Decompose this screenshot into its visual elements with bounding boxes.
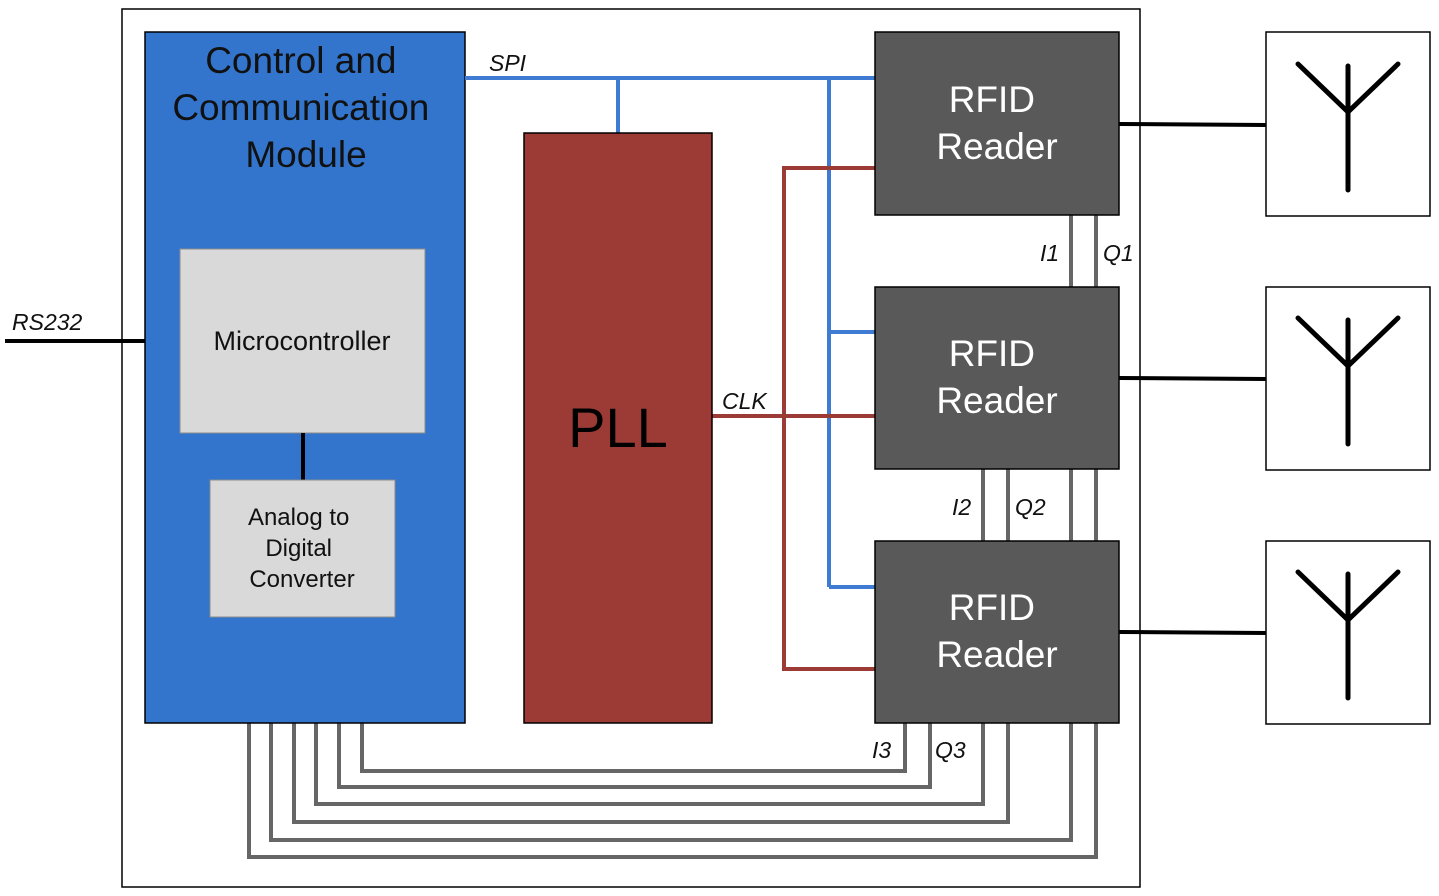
spi-label: SPI bbox=[489, 50, 527, 76]
antenna-icon bbox=[1295, 569, 1401, 701]
pll-block bbox=[523, 132, 713, 724]
microcontroller-label: Microcontroller bbox=[213, 326, 390, 356]
control-module-title-line1: Control and bbox=[205, 40, 396, 81]
rfid-reader-2 bbox=[874, 286, 1120, 470]
q1-label: Q1 bbox=[1103, 240, 1134, 266]
svg-text:Analog to Digital Conv: Analog to Digital Converter bbox=[248, 504, 356, 593]
pll-label: PLL bbox=[568, 396, 668, 459]
rfid-reader-3 bbox=[874, 540, 1120, 724]
i2-label: I2 bbox=[952, 494, 971, 520]
control-module-title-line3: Module bbox=[245, 134, 366, 175]
reader-3-label-line2: Reader bbox=[936, 634, 1057, 675]
adc-label-line3: Converter bbox=[249, 566, 354, 593]
q3-label: Q3 bbox=[935, 737, 966, 763]
clk-label: CLK bbox=[722, 388, 768, 414]
antenna-1 bbox=[1265, 31, 1431, 217]
i3-label: I3 bbox=[872, 737, 891, 763]
adc-label-line2: Digital bbox=[265, 535, 332, 562]
reader-2-label-line2: Reader bbox=[936, 380, 1057, 421]
svg-text:RFID Reader: RFID Reader bbox=[936, 333, 1057, 421]
reader-1-label-line1: RFID bbox=[949, 79, 1035, 120]
reader-3-label-line1: RFID bbox=[949, 587, 1035, 628]
iq-bus bbox=[247, 215, 1098, 859]
control-module-title-line2: Communication bbox=[172, 87, 429, 128]
antenna-3 bbox=[1265, 540, 1431, 725]
svg-text:RFID Reader: RFID Reader bbox=[936, 587, 1057, 675]
rs232-label: RS232 bbox=[12, 309, 83, 335]
q2-label: Q2 bbox=[1015, 494, 1046, 520]
microcontroller-block bbox=[179, 248, 426, 434]
antenna-2 bbox=[1265, 286, 1431, 471]
antenna-icon bbox=[1295, 315, 1401, 447]
adc-block bbox=[209, 479, 396, 618]
clk-bus bbox=[712, 166, 875, 671]
reader-1-label-line2: Reader bbox=[936, 126, 1057, 167]
antenna-feed-wires bbox=[1118, 122, 1267, 635]
svg-text:Control and Communication: Control and Communication Module bbox=[172, 40, 439, 175]
rfid-reader-1 bbox=[874, 31, 1120, 216]
adc-label-line1: Analog to bbox=[248, 504, 349, 531]
svg-text:RFID Reader: RFID Reader bbox=[936, 79, 1057, 167]
spi-bus bbox=[465, 76, 875, 589]
i1-label: I1 bbox=[1040, 240, 1059, 266]
reader-2-label-line1: RFID bbox=[949, 333, 1035, 374]
antenna-icon bbox=[1295, 61, 1401, 193]
